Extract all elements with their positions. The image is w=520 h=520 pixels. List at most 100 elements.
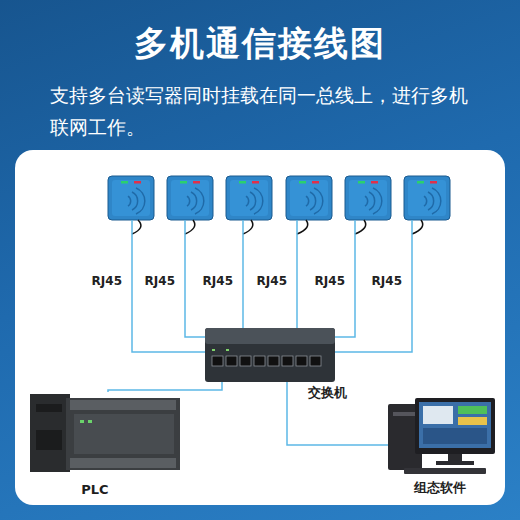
pc-keyboard (404, 468, 486, 474)
led-red (252, 181, 259, 184)
pc-stand (448, 454, 462, 462)
plc-node: PLC (28, 392, 180, 472)
switch-port (310, 356, 321, 366)
switch-led (212, 349, 215, 351)
computer (388, 398, 495, 474)
rfid-waves (306, 188, 323, 214)
reader-node (108, 176, 154, 220)
reader-body (345, 176, 391, 220)
reader-cable (132, 220, 141, 234)
switch-node: 交换机 (205, 328, 335, 382)
reader-face (230, 180, 268, 216)
switch-port (212, 356, 223, 366)
pc-monitor (415, 398, 495, 454)
led-green (358, 181, 365, 184)
port-label: RJ45 (247, 273, 287, 289)
plc-terminals (70, 400, 176, 410)
reader-cable (412, 220, 423, 234)
network-switch (205, 328, 335, 382)
port-label: RJ45 (305, 273, 345, 289)
reader-node (167, 176, 213, 220)
switch-port (296, 356, 307, 366)
network-cable (296, 220, 298, 328)
reader-device (167, 176, 213, 234)
plc-led (80, 420, 84, 423)
port-label: RJ45 (82, 273, 122, 289)
reader-body (108, 176, 154, 220)
network-cable (287, 382, 388, 445)
reader-node (286, 176, 332, 220)
plc-module (30, 394, 70, 472)
reader-cable (355, 220, 366, 234)
reader-body (167, 176, 213, 220)
port-label: RJ45 (135, 273, 175, 289)
reader-device (345, 176, 391, 234)
network-cable (242, 220, 244, 328)
plc-led (88, 420, 92, 423)
reader-device (404, 176, 450, 234)
screen-window (423, 406, 453, 424)
led-green (121, 181, 128, 184)
led-green (239, 181, 246, 184)
plc-face (74, 414, 174, 454)
rfid-waves (128, 188, 145, 214)
plc-slot (36, 404, 62, 412)
led-green (417, 181, 424, 184)
network-cable (185, 220, 205, 337)
switch-port (268, 356, 279, 366)
reader-face (349, 180, 387, 216)
pc-screen (419, 402, 491, 448)
switch-top (205, 328, 335, 344)
port-label: RJ45 (193, 273, 233, 289)
led-red (134, 181, 141, 184)
reader-device (286, 176, 332, 234)
port-label: RJ45 (362, 273, 402, 289)
reader-body (226, 176, 272, 220)
reader-cable (297, 220, 308, 234)
plc-terminals (70, 458, 176, 468)
reader-body (286, 176, 332, 220)
led-green (299, 181, 306, 184)
reader-node (226, 176, 272, 220)
network-cable (132, 220, 205, 352)
pc-base (436, 461, 474, 465)
reader-cable (243, 220, 253, 234)
reader-cable (185, 220, 195, 234)
rfid-waves (187, 188, 204, 214)
switch-body (205, 328, 335, 382)
node-label: PLC (45, 482, 145, 498)
reader-node (404, 176, 450, 220)
reader-body (404, 176, 450, 220)
pc-drive (393, 412, 417, 416)
screen-panel (423, 428, 487, 444)
computer-node: 组态软件 (388, 398, 495, 474)
plc-body (66, 398, 180, 470)
reader-face (171, 180, 209, 216)
switch-port (282, 356, 293, 366)
network-cable (335, 220, 412, 352)
screen-bar (458, 417, 487, 425)
switch-led (226, 349, 229, 351)
reader-device (108, 176, 154, 234)
switch-port (240, 356, 251, 366)
led-red (371, 181, 378, 184)
reader-face (290, 180, 328, 216)
screen-bar (458, 406, 487, 414)
reader-node (345, 176, 391, 220)
switch-port (254, 356, 265, 366)
switch-port (226, 356, 237, 366)
reader-device (226, 176, 272, 234)
led-red (193, 181, 200, 184)
network-cable (108, 382, 222, 392)
rfid-waves (365, 188, 382, 214)
plc-slot (36, 430, 62, 450)
led-red (430, 181, 437, 184)
led-green (180, 181, 187, 184)
node-label: 交换机 (292, 385, 362, 401)
plc-device (30, 394, 180, 472)
rfid-waves (246, 188, 263, 214)
led-red (312, 181, 319, 184)
